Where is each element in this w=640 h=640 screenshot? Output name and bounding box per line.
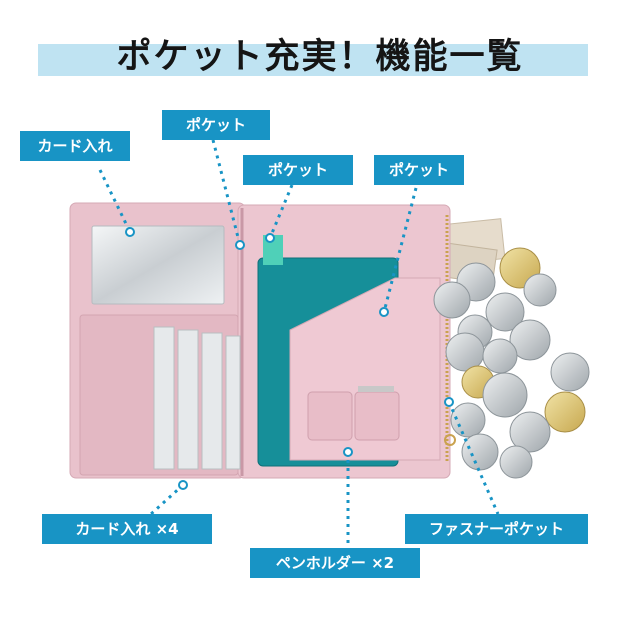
card-slots — [153, 326, 241, 470]
label-zipper-pocket: ファスナーポケット — [405, 514, 588, 544]
banknotes — [435, 218, 506, 285]
coins — [433, 247, 590, 479]
pen-holders — [307, 386, 400, 441]
label-pocket-2: ポケット — [243, 155, 353, 185]
label-card-slot: カード入れ — [20, 131, 130, 161]
label-pen-holder-x2: ペンホルダー ×2 — [250, 548, 420, 578]
title-band — [38, 44, 588, 76]
leader-lines — [98, 139, 500, 548]
label-pocket-1: ポケット — [162, 110, 270, 140]
label-card-slots-x4: カード入れ ×4 — [42, 514, 212, 544]
mirror — [91, 225, 225, 305]
label-pocket-3: ポケット — [374, 155, 464, 185]
page-title: ポケット充実！機能一覧 — [116, 37, 524, 77]
